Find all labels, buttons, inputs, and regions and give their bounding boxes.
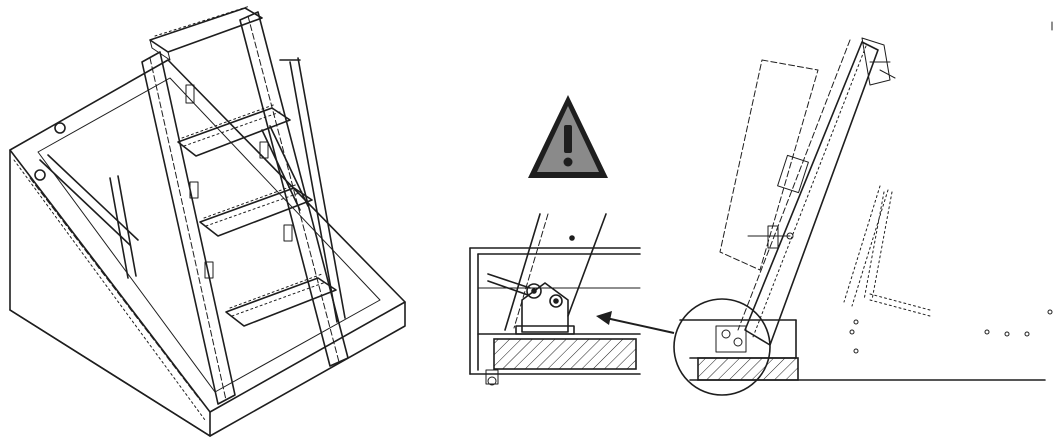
screw-holes	[849, 309, 1053, 354]
stringer-detail	[504, 213, 607, 331]
detail-arrow	[596, 311, 675, 334]
hinge-mechanism	[487, 273, 575, 335]
side-hinge	[715, 325, 747, 353]
lift-arms	[34, 57, 346, 323]
warning-triangle-icon	[528, 95, 608, 178]
ladder-isometric-view	[9, 5, 406, 437]
ladder-side-view	[673, 21, 1053, 396]
side-floor-section	[697, 357, 799, 381]
detail-callout-circle	[673, 298, 771, 396]
stowed-outline	[719, 59, 819, 271]
ghost-ladder	[843, 185, 931, 317]
ladder-steps	[149, 5, 337, 327]
wall-mount	[485, 369, 499, 386]
ladder-step	[225, 273, 337, 327]
ladder-stringers	[141, 11, 349, 405]
ladder-step	[149, 5, 263, 61]
ladder-step	[199, 183, 313, 237]
ladder-step	[177, 103, 291, 157]
main-stringer	[737, 37, 896, 346]
detail-frame	[469, 247, 641, 375]
floor-section	[493, 338, 637, 370]
hinge-detail-view	[469, 213, 675, 386]
frame-box	[9, 59, 406, 437]
